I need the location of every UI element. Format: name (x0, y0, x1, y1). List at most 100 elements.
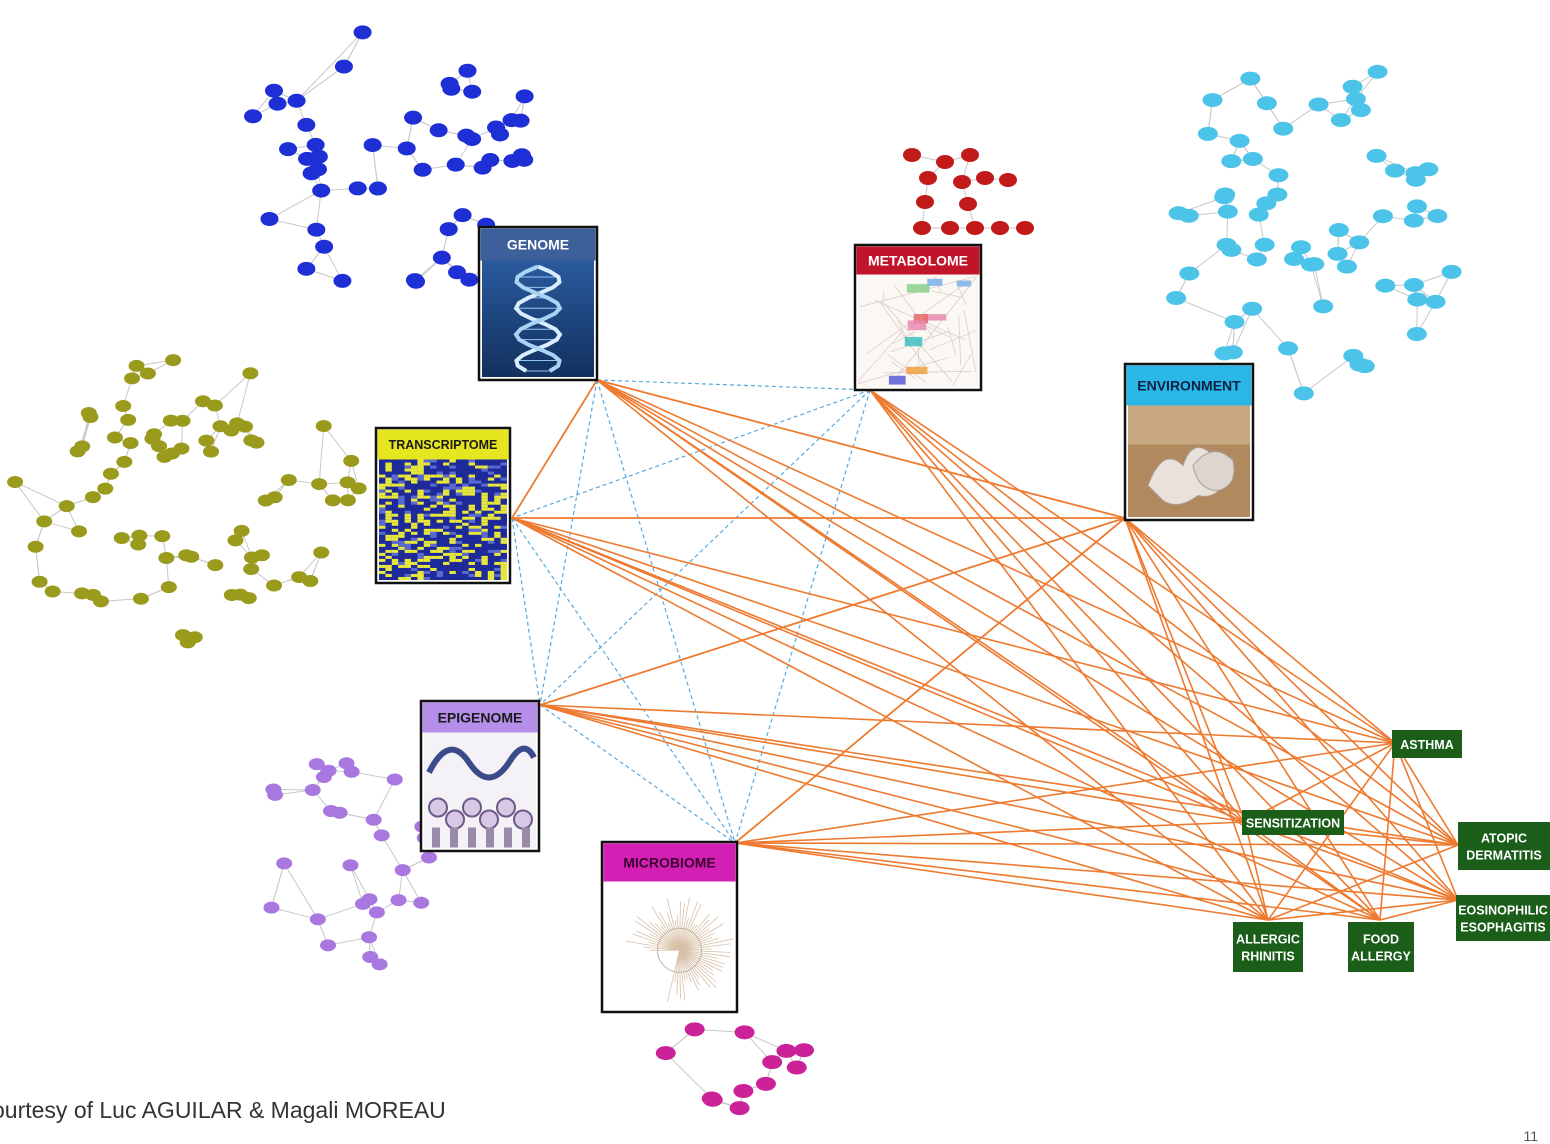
epigenome-node (361, 931, 377, 943)
transcriptome-node (116, 456, 132, 468)
transcriptome-node (107, 431, 123, 443)
microbiome-network-cluster (656, 1022, 814, 1115)
disease-label: RHINITIS (1241, 950, 1294, 964)
transcriptome-node (207, 559, 223, 571)
genome-node (333, 274, 351, 288)
metabolome-node (941, 221, 959, 235)
transcriptome-node (241, 592, 257, 604)
environment-node (1240, 72, 1260, 86)
environment-node (1179, 266, 1199, 280)
solid-link (540, 705, 1245, 822)
transcriptome-network-cluster (7, 354, 367, 648)
disease-label: ATOPIC (1481, 832, 1527, 846)
disease-label: FOOD (1363, 933, 1399, 947)
transcriptome-node (133, 593, 149, 605)
transcriptome-node (93, 595, 109, 607)
epigenome-node (421, 852, 437, 864)
transcriptome-node (212, 420, 228, 432)
transcriptome-panel: TRANSCRIPTOME (376, 428, 510, 583)
environment-cluster-edges (1176, 72, 1451, 394)
microbiome-node (776, 1044, 796, 1058)
environment-network-cluster (1166, 65, 1461, 401)
transcriptome-node (243, 563, 259, 575)
genome-node (404, 111, 422, 125)
metabolome-network-cluster (903, 148, 1034, 235)
environment-node (1273, 122, 1293, 136)
epigenome-node (263, 902, 279, 914)
genome-node (364, 138, 382, 152)
transcriptome-node (82, 411, 98, 423)
transcriptome-node (313, 547, 329, 559)
genome-node (459, 64, 477, 78)
dashed-omics-links (512, 380, 1458, 920)
transcriptome-node (242, 367, 258, 379)
genome-node (398, 141, 416, 155)
environment-node (1375, 279, 1395, 293)
transcriptome-node (71, 525, 87, 537)
cluster-edge (15, 482, 67, 506)
solid-link (1395, 743, 1458, 845)
genome-node (491, 127, 509, 141)
genome-node (474, 161, 492, 175)
microbiome-node (730, 1101, 750, 1115)
genome-node (407, 275, 425, 289)
cluster-edge (324, 426, 351, 461)
environment-node (1367, 149, 1387, 163)
genome-node (260, 212, 278, 226)
microbiome-node (794, 1043, 814, 1057)
environment-node (1426, 295, 1446, 309)
genome-node (433, 251, 451, 265)
environment-panel: ENVIRONMENT (1125, 364, 1253, 520)
transcriptome-node (229, 417, 245, 429)
microbiome-node (703, 1093, 723, 1107)
image-credit: ourtesy of Luc AGUILAR & Magali MOREAU (0, 1097, 446, 1124)
microbiome-panel-title: MICROBIOME (623, 855, 716, 871)
environment-node (1268, 168, 1288, 182)
genome-panel: GENOME (479, 227, 597, 380)
epigenome-node (372, 958, 388, 970)
asthma-node: ASTHMA (1392, 730, 1462, 758)
epigenome-node (332, 807, 348, 819)
transcriptome-node (325, 494, 341, 506)
epigenome-panel-title: EPIGENOME (438, 710, 523, 726)
environment-node (1223, 345, 1243, 359)
cluster-edge (1176, 298, 1234, 322)
dashed-link (597, 380, 870, 390)
metabolome-panel: METABOLOME (855, 245, 981, 390)
genome-panel-title: GENOME (507, 237, 569, 253)
environment-node (1442, 265, 1462, 279)
transcriptome-node (123, 437, 139, 449)
transcriptome-node (151, 440, 167, 452)
disease-box (1458, 822, 1550, 870)
transcriptome-node (32, 576, 48, 588)
disease-label: EOSINOPHILIC (1458, 904, 1548, 918)
genome-node (369, 182, 387, 196)
environment-node (1407, 199, 1427, 213)
disease-label: ESOPHAGITIS (1460, 921, 1545, 935)
environment-node (1267, 188, 1287, 202)
genome-node (513, 148, 531, 162)
epigenome-node (276, 857, 292, 869)
environment-node (1215, 187, 1235, 201)
transcriptome-node (281, 474, 297, 486)
environment-node (1247, 252, 1267, 266)
transcriptome-node (173, 443, 189, 455)
epigenome-node (305, 784, 321, 796)
environment-node (1328, 247, 1348, 261)
genome-node (265, 84, 283, 98)
epigenome-node (366, 814, 382, 826)
epigenome-node (267, 789, 283, 801)
microbiome-node (787, 1061, 807, 1075)
disease-label: ALLERGY (1351, 950, 1411, 964)
genome-node (447, 158, 465, 172)
environment-node (1225, 315, 1245, 329)
metabolome-node (976, 171, 994, 185)
transcriptome-node (114, 532, 130, 544)
epigenome-node (321, 765, 337, 777)
disease-label: ALLERGIC (1236, 933, 1300, 947)
integration-links (512, 380, 1458, 920)
genome-node (297, 262, 315, 276)
metabolome-node (959, 197, 977, 211)
transcriptome-node (195, 395, 211, 407)
